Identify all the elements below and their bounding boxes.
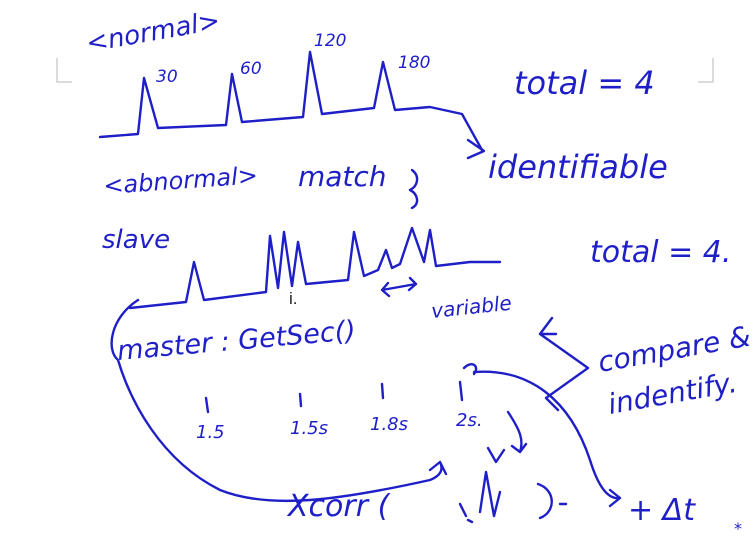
arrow-to-delta-t xyxy=(472,370,622,508)
label-abnormal: <abnormal> xyxy=(102,161,258,200)
label-master: master : GetSec() xyxy=(116,315,357,367)
label-slave: slave xyxy=(102,225,170,255)
normal-waveform xyxy=(98,50,484,152)
loop-arrow-to-xcorr xyxy=(110,298,448,503)
angle-label-60: 60 xyxy=(240,59,262,79)
variable-double-arrow xyxy=(380,276,418,298)
total-top: total = 4 xyxy=(514,64,655,102)
label-match: match xyxy=(298,160,387,193)
label-delta-t: + Δt xyxy=(628,493,696,528)
angle-label-180: 180 xyxy=(398,53,430,73)
list-marker: i. xyxy=(289,289,298,308)
asterisk: * xyxy=(734,519,742,537)
total-mid: total = 4. xyxy=(590,235,731,270)
xcorr-inner-glyph xyxy=(458,470,568,524)
angle-label-30: 30 xyxy=(156,67,178,87)
match-brace xyxy=(408,168,419,210)
label-identifiable: identifiable xyxy=(488,148,668,186)
margin-mark-right xyxy=(698,58,714,83)
arrow-to-identifiable xyxy=(466,138,486,160)
label-variable: variable xyxy=(430,291,513,323)
label-normal: <normal> xyxy=(84,6,222,59)
compare-brace xyxy=(538,316,590,412)
arrow-into-xcorr-2 xyxy=(486,446,506,464)
margin-mark-left xyxy=(56,58,72,83)
angle-label-120: 120 xyxy=(314,31,346,51)
time-2: 1.5s xyxy=(290,418,328,439)
time-3: 1.8s xyxy=(370,414,408,435)
slave-waveform xyxy=(128,226,502,310)
arrow-into-xcorr-1 xyxy=(506,410,528,454)
label-xcorr: Xcorr ( xyxy=(286,489,391,524)
time-1: 1.5 xyxy=(196,422,225,443)
time-4: 2s. xyxy=(456,410,483,431)
time-ticks xyxy=(204,363,478,414)
